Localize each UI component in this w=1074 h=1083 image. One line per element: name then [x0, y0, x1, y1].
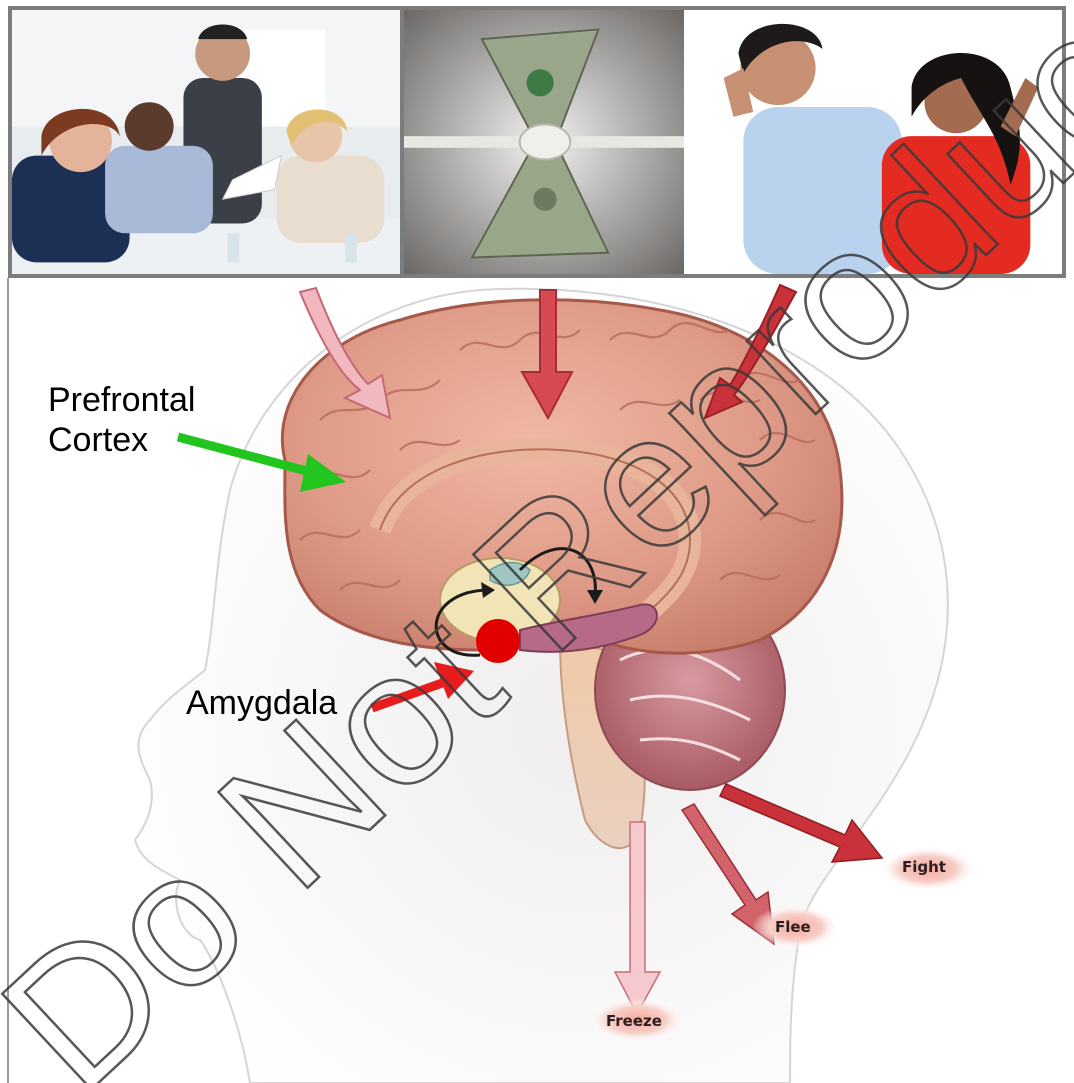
prefrontal-label-line2: Cortex — [48, 420, 195, 460]
stressed-couple-photo — [684, 6, 1066, 278]
amygdala-label: Amygdala — [186, 684, 337, 723]
flee-label: Flee — [775, 918, 811, 936]
prefrontal-cortex-label: Prefrontal Cortex — [48, 380, 195, 460]
fight-label: Fight — [902, 858, 946, 876]
stressed-office-team-photo — [8, 6, 404, 278]
money-tied-rope-photo — [400, 6, 688, 278]
freeze-label: Freeze — [606, 1012, 662, 1030]
prefrontal-label-line1: Prefrontal — [48, 380, 195, 420]
amygdala-dot — [476, 619, 520, 663]
